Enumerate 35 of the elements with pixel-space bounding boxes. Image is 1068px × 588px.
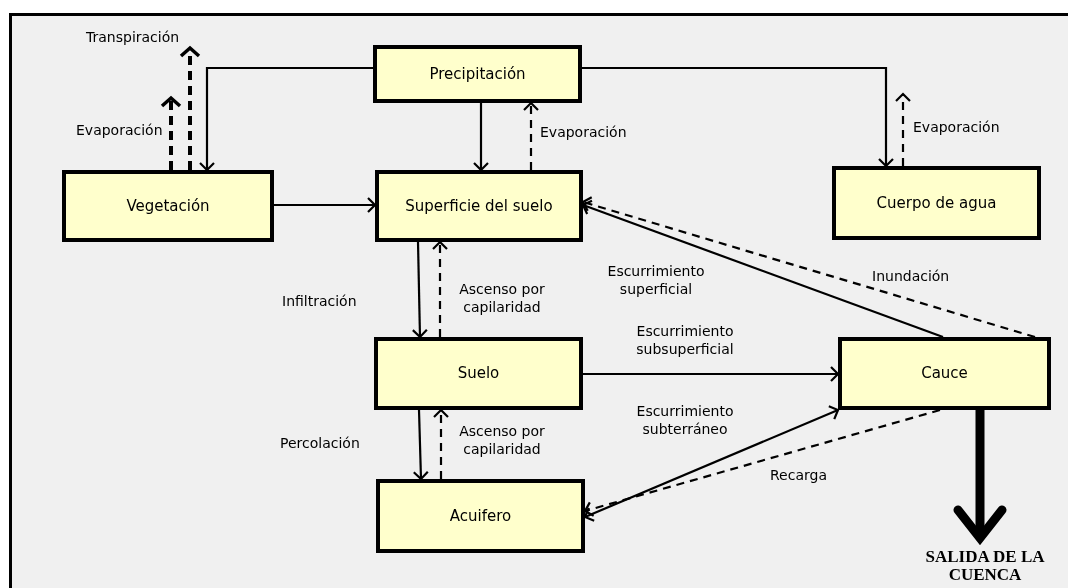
outlet-label: SALIDA DE LA CUENCA — [905, 538, 1065, 586]
connector-arrow — [431, 240, 449, 337]
connector-arrow — [583, 365, 840, 383]
edge-label: Recarga — [770, 466, 827, 485]
connector-arrow — [582, 66, 895, 168]
process-box: Acuifero — [376, 479, 585, 553]
connector-arrow — [411, 241, 428, 339]
process-box: Precipitación — [373, 45, 582, 103]
flow-arrow — [179, 46, 201, 170]
connector-arrow — [472, 103, 490, 172]
process-box: Cuerpo de agua — [832, 166, 1041, 240]
edge-label: Escurrimiento subterráneo — [635, 402, 735, 439]
edge-label: Transpiración — [86, 28, 180, 47]
connector-arrow — [274, 196, 377, 214]
connector-arrow — [198, 66, 373, 172]
edge-label: Escurrimiento superficial — [606, 262, 706, 299]
edge-label: Evaporación — [76, 121, 163, 140]
edge-label: Infiltración — [282, 292, 357, 311]
connector-arrow — [522, 101, 540, 170]
edge-label: Evaporación — [913, 118, 1000, 137]
edge-label: Escurrimiento subsuperficial — [635, 322, 735, 359]
edge-label: Percolación — [280, 434, 360, 453]
edge-label: Inundación — [872, 267, 950, 286]
process-box: Vegetación — [62, 170, 274, 242]
edge-label: Ascenso por capilaridad — [458, 280, 546, 317]
flow-arrow — [894, 92, 912, 166]
process-box: Superficie del suelo — [375, 170, 583, 242]
connector-arrow — [432, 408, 450, 479]
edge-label: Evaporación — [540, 123, 627, 142]
edge-label: Ascenso por capilaridad — [458, 422, 546, 459]
connector-arrow — [412, 409, 429, 481]
process-box: Cauce — [838, 337, 1051, 410]
flow-arrow — [160, 96, 182, 170]
process-box: Suelo — [374, 337, 583, 410]
connector-arrow — [953, 410, 1007, 543]
